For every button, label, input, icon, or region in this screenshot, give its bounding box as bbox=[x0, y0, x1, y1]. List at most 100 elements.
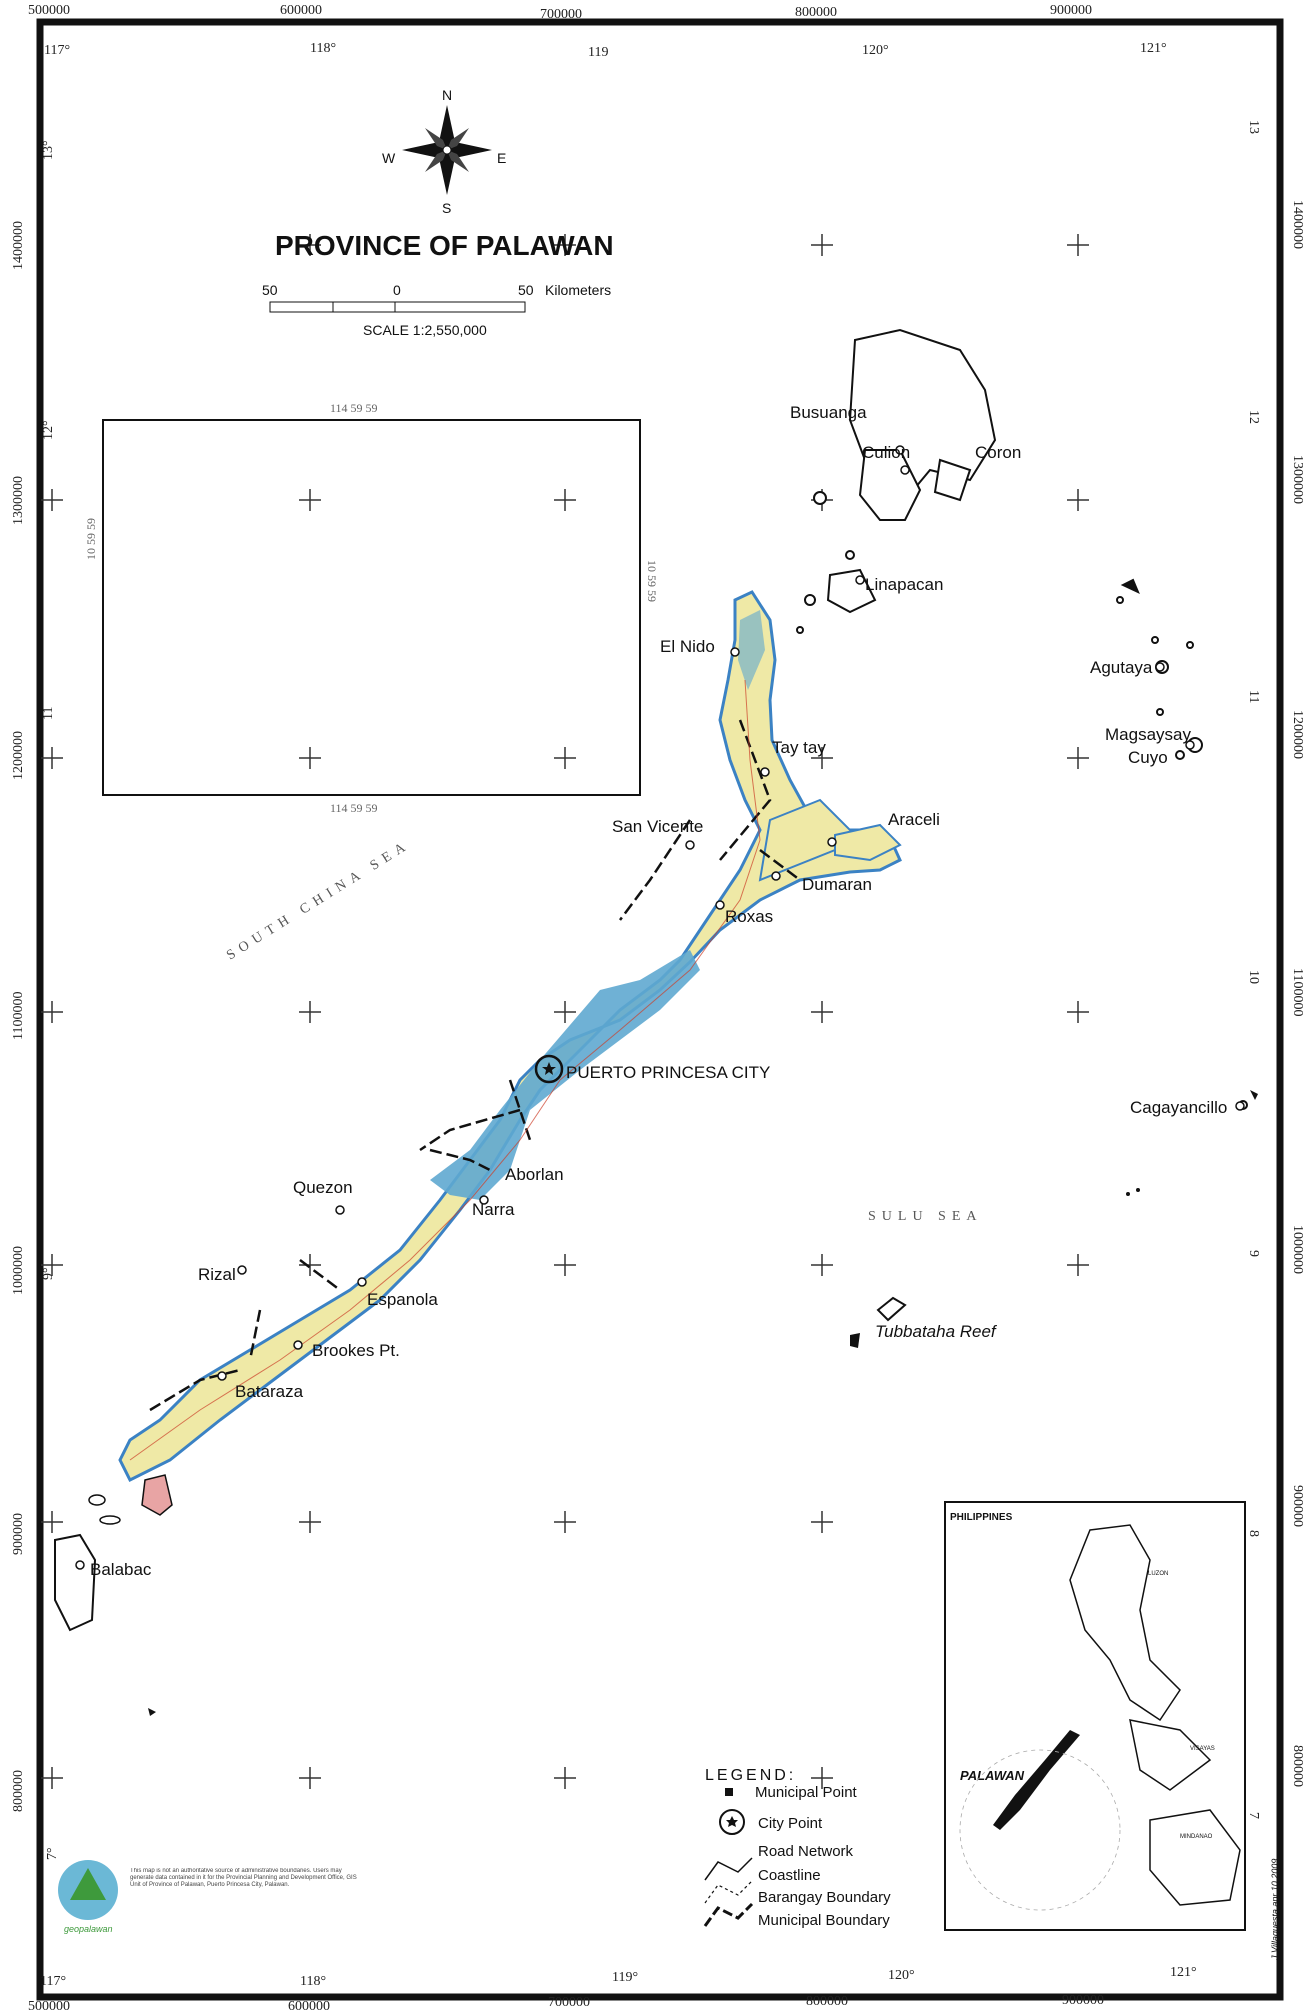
legend-coastline: Coastline bbox=[758, 1867, 821, 1884]
compass-e: E bbox=[497, 150, 506, 166]
easting-label: 600000 bbox=[288, 1999, 330, 2014]
label-sanvicente: San Vicente bbox=[612, 817, 703, 836]
grid-cross bbox=[299, 234, 321, 256]
latitude-label: 11 bbox=[1246, 690, 1261, 703]
longitude-label: 118° bbox=[310, 41, 336, 56]
scale-right: 50 bbox=[518, 282, 534, 298]
municipal-point bbox=[827, 837, 837, 847]
northing-label: 900000 bbox=[1290, 1485, 1305, 1527]
grid-cross bbox=[41, 747, 63, 769]
southern-islands bbox=[54, 1474, 173, 1716]
forest-area bbox=[430, 950, 700, 1200]
label-cuyo: Cuyo bbox=[1128, 748, 1168, 767]
grid-cross bbox=[299, 489, 321, 511]
araceli-island bbox=[834, 823, 902, 862]
longitude-label: 120° bbox=[862, 43, 889, 58]
city-point-legend-icon bbox=[719, 1809, 745, 1835]
longitude-label: 120° bbox=[888, 1968, 915, 1983]
latitude-label: 13° bbox=[41, 140, 56, 160]
latitude-label: 7° bbox=[45, 1847, 60, 1860]
grid-cross bbox=[41, 1254, 63, 1276]
grid-cross bbox=[811, 1511, 833, 1533]
latitude-label: 12 bbox=[1246, 410, 1261, 424]
label-narra: Narra bbox=[472, 1200, 515, 1219]
municipal-boundary-icon bbox=[703, 1902, 754, 1927]
compass-n: N bbox=[442, 87, 452, 103]
coron-island bbox=[933, 458, 972, 502]
easting-label: 500000 bbox=[28, 1999, 70, 2014]
municipal-point bbox=[900, 465, 910, 475]
latitude-label: 7 bbox=[1246, 1812, 1261, 1819]
easting-label: 800000 bbox=[806, 1994, 848, 2009]
grid-cross bbox=[811, 1767, 833, 1789]
label-bataraza: Bataraza bbox=[235, 1382, 304, 1401]
grid-cross bbox=[299, 1254, 321, 1276]
compass-s: S bbox=[442, 200, 451, 216]
easting-label: 800000 bbox=[795, 5, 837, 20]
scale-left: 50 bbox=[262, 282, 278, 298]
label-magsaysay: Magsaysay bbox=[1105, 725, 1191, 744]
label-busuanga: Busuanga bbox=[790, 403, 867, 422]
northing-label: 1100000 bbox=[1290, 968, 1305, 1016]
bottom-longitudes: 117° 118° 119° 120° 121° bbox=[40, 1965, 1197, 1989]
longitude-label: 121° bbox=[1140, 41, 1167, 56]
grid-cross bbox=[41, 1001, 63, 1023]
longitude-label: 117° bbox=[44, 43, 70, 58]
grid-cross bbox=[299, 1001, 321, 1023]
inset-title: PHILIPPINES bbox=[950, 1512, 1013, 1523]
place-labels: Busuanga Culion Coron Linapacan El Nido … bbox=[90, 403, 1227, 1579]
inset-mindanao: MINDANAO bbox=[1180, 1834, 1213, 1840]
right-latitudes: 13 12 11 10 9 8 7 bbox=[1246, 120, 1261, 1819]
inset-luzon: LUZON bbox=[1148, 1571, 1168, 1577]
latitude-label: 12° bbox=[41, 420, 56, 440]
grid-cross bbox=[554, 1767, 576, 1789]
easting-label: 900000 bbox=[1050, 3, 1092, 18]
legend: LEGEND: Municipal Point City Point Road … bbox=[703, 1767, 891, 1929]
municipal-point bbox=[335, 1205, 345, 1215]
grid-cross bbox=[1067, 234, 1089, 256]
scale-ratio: SCALE 1:2,550,000 bbox=[363, 322, 487, 338]
city-point-icon bbox=[534, 1054, 564, 1084]
municipal-point bbox=[855, 575, 865, 585]
municipal-point bbox=[293, 1340, 303, 1350]
grid-cross bbox=[554, 1001, 576, 1023]
map-frame bbox=[36, 18, 1284, 2001]
municipal-point bbox=[1155, 662, 1165, 672]
grid-cross bbox=[811, 747, 833, 769]
northing-label: 900000 bbox=[11, 1513, 26, 1555]
northing-label: 1400000 bbox=[1290, 200, 1305, 249]
logo-name: geopalawan bbox=[64, 1924, 113, 1934]
blank-inset-box: 114 59 59 114 59 59 10 59 59 10 59 59 bbox=[84, 401, 659, 815]
longitude-label: 117° bbox=[40, 1974, 66, 1989]
label-aborlan: Aborlan bbox=[505, 1165, 564, 1184]
label-taytay: Tay tay bbox=[772, 738, 826, 757]
easting-label: 700000 bbox=[548, 1995, 590, 2010]
visayas-shape bbox=[1129, 1719, 1212, 1791]
legend-municipal-boundary: Municipal Boundary bbox=[758, 1912, 890, 1929]
bottom-eastings: 500000 600000 700000 800000 900000 bbox=[28, 1993, 1104, 2014]
municipal-point bbox=[75, 1560, 85, 1570]
grid-cross bbox=[299, 1511, 321, 1533]
municipal-point bbox=[771, 871, 781, 881]
top-eastings: 500000 600000 700000 800000 900000 bbox=[28, 3, 1092, 22]
left-latitudes: 13° 12° 11 9° 7° bbox=[41, 140, 60, 1860]
scale-bar: 50 0 50 Kilometers SCALE 1:2,550,000 bbox=[262, 282, 611, 338]
grid-cross bbox=[554, 489, 576, 511]
label-puerto-princesa: PUERTO PRINCESA CITY bbox=[566, 1063, 770, 1082]
philippines-inset: PHILIPPINES PALAWAN LUZON VISAYAS MINDAN… bbox=[944, 1501, 1246, 1931]
grid-cross bbox=[41, 489, 63, 511]
label-espanola: Espanola bbox=[367, 1290, 438, 1309]
label-cagayancillo: Cagayancillo bbox=[1130, 1098, 1227, 1117]
municipal-point bbox=[685, 840, 695, 850]
legend-barangay-boundary: Barangay Boundary bbox=[758, 1889, 891, 1906]
island bbox=[141, 1474, 173, 1516]
northing-label: 1300000 bbox=[11, 476, 26, 525]
grid-cross bbox=[1067, 489, 1089, 511]
barangay-boundary-icon bbox=[704, 1880, 753, 1904]
right-northings: 1400000 1300000 1200000 1100000 1000000 … bbox=[1290, 200, 1305, 1787]
balabac-island bbox=[54, 1533, 97, 1632]
coastline-icon bbox=[704, 1857, 753, 1881]
palawan-mainland bbox=[118, 590, 902, 1483]
inset-top: 114 59 59 bbox=[330, 401, 378, 415]
